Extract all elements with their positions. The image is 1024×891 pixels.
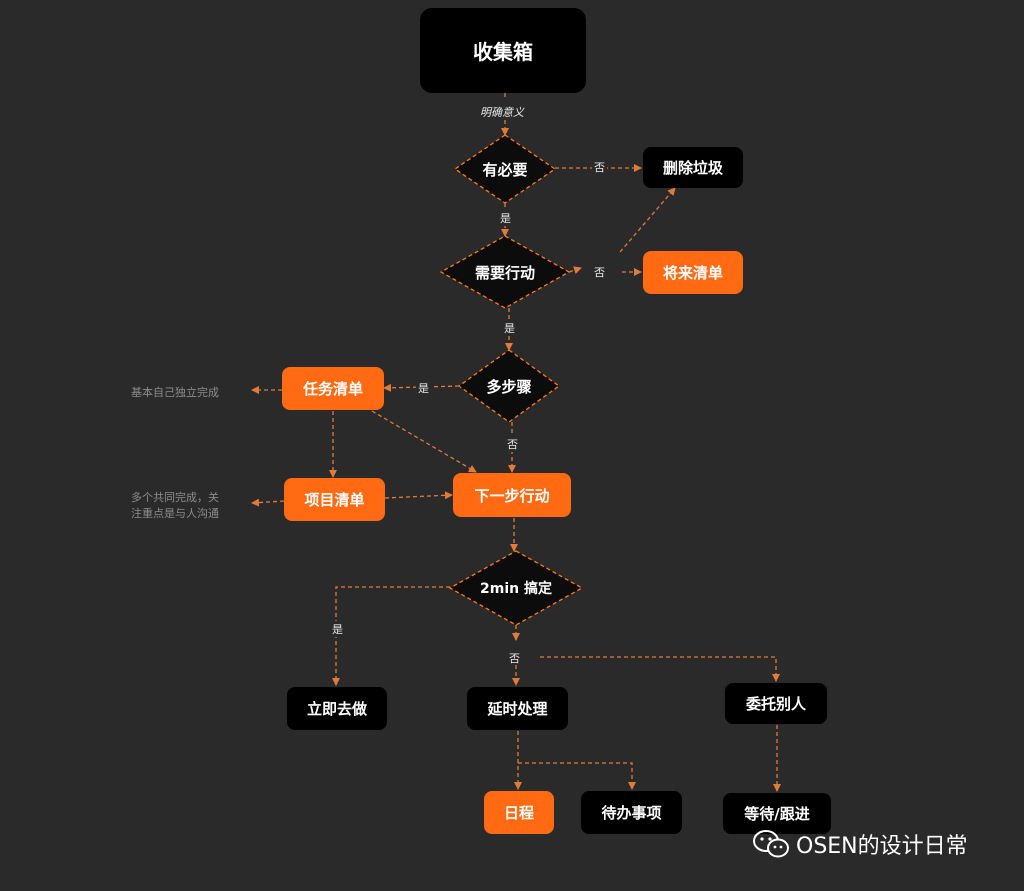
note-project-list-line1: 多个共同完成，关 — [131, 491, 219, 504]
node-future-list: 将来清单 — [643, 251, 743, 294]
node-wait-follow: 等待/跟进 — [723, 793, 831, 834]
decision-necessary-label: 有必要 — [482, 160, 528, 179]
decision-two-min — [448, 550, 584, 626]
node-do-now: 立即去做 — [287, 687, 387, 730]
node-project-list: 项目清单 — [284, 478, 385, 521]
edge-label-no-1: 否 — [592, 159, 607, 175]
node-defer: 延时处理 — [467, 687, 568, 730]
connector-defer-to-todo — [518, 762, 636, 790]
decision-multi-step-label: 多步骤 — [486, 377, 532, 396]
edge-label-no-2: 否 — [594, 266, 605, 279]
note-project-list-line2: 注重点是与人沟通 — [131, 507, 219, 520]
connector-no-to-delegate — [540, 656, 780, 682]
edge-label-no-4: 否 — [509, 652, 520, 665]
watermark: OSEN的设计日常 — [752, 828, 968, 860]
connector-project-list-to-next-action — [384, 491, 453, 500]
decision-need-action — [439, 235, 571, 309]
wechat-icon — [753, 830, 789, 858]
connector-project-list-to-note — [251, 498, 285, 507]
connector-future-to-delete — [619, 187, 676, 253]
node-todo: 待办事项 — [581, 791, 682, 834]
node-delete: 删除垃圾 — [643, 147, 743, 188]
edge-label-yes-1: 是 — [498, 210, 513, 226]
edge-label-clarify: 明确意义 — [480, 106, 524, 119]
decision-two-min-label: 2min 搞定 — [480, 581, 552, 597]
edge-label-yes-4: 是 — [330, 621, 345, 637]
edge-label-no-3: 否 — [505, 436, 520, 452]
connector-need-action-to-future — [568, 266, 582, 275]
decision-need-action-label: 需要行动 — [474, 263, 535, 282]
note-task-list: 基本自己独立完成 — [131, 386, 219, 399]
node-next-action: 下一步行动 — [453, 473, 571, 517]
decision-necessary — [453, 134, 557, 204]
connector-task-list-to-next-action — [371, 410, 477, 473]
node-delegate: 委托别人 — [725, 683, 827, 724]
watermark-text: OSEN的设计日常 — [796, 834, 968, 859]
connector-two-min-to-do-now — [332, 586, 450, 686]
decision-multi-step — [457, 349, 561, 423]
node-inbox: 收集箱 — [420, 8, 586, 93]
edge-label-yes-3: 是 — [416, 380, 431, 396]
node-schedule: 日程 — [484, 791, 554, 834]
edge-label-yes-2: 是 — [502, 320, 517, 336]
node-task-list: 任务清单 — [282, 367, 384, 410]
